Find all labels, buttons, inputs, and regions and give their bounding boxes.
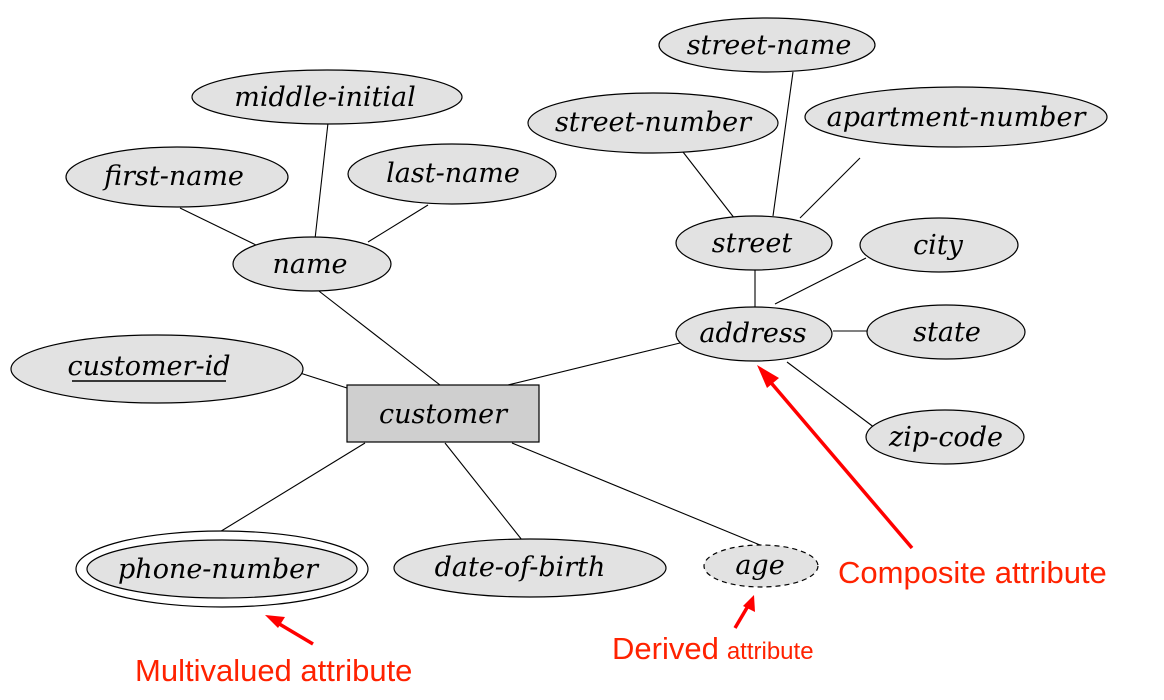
attribute-label: date-of-birth [435, 552, 606, 583]
composite-arrow [765, 376, 914, 550]
attribute-label: address [699, 318, 806, 349]
attribute-ellipse-dashed [703, 544, 819, 588]
attribute-middle-initial[interactable]: middle-initial [191, 69, 463, 125]
attribute-street[interactable]: street [675, 215, 833, 271]
link-address-zip-code [786, 361, 876, 429]
attribute-label: middle-initial [234, 82, 415, 113]
attribute-city[interactable]: city [859, 217, 1019, 273]
attribute-ellipse [86, 539, 358, 599]
attribute-label: customer-id [67, 351, 230, 382]
attribute-ellipse [527, 92, 779, 154]
attribute-ellipse [859, 217, 1019, 273]
attribute-ellipse [232, 236, 392, 292]
link-street-street-number [682, 151, 736, 220]
link-name-middle-initial [314, 122, 329, 240]
link-name-last-name [367, 204, 429, 243]
attribute-ellipse [804, 86, 1108, 148]
attribute-label: age [735, 550, 784, 581]
entity-label: customer [379, 399, 509, 430]
attribute-ellipse [10, 334, 304, 404]
link-address-city [774, 257, 867, 305]
annotation-arrows [265, 365, 914, 646]
derived-main-text: Derived [612, 631, 719, 666]
attribute-label: apartment-number [827, 102, 1088, 133]
link-customer-name [314, 287, 441, 386]
attribute-ellipse [675, 215, 833, 271]
attribute-street-number[interactable]: street-number [527, 92, 779, 154]
attribute-first-name[interactable]: first-name [65, 146, 289, 208]
derived-arrow [733, 605, 750, 629]
entity-customer[interactable]: customer [346, 384, 540, 443]
multivalued-arrowhead [265, 615, 285, 628]
attribute-apartment-number[interactable]: apartment-number [804, 86, 1108, 148]
attribute-zip-code[interactable]: zip-code [865, 409, 1025, 465]
link-customer-age [511, 442, 761, 546]
composite-attribute-note: Composite attribute [838, 555, 1107, 590]
attribute-ellipse [347, 143, 557, 205]
attribute-state[interactable]: state [866, 304, 1026, 360]
multivalued-arrow [275, 620, 314, 646]
link-customer-date-of-birth [444, 442, 523, 541]
attribute-label: street-number [555, 107, 753, 138]
connections [179, 71, 876, 546]
attribute-label: phone-number [118, 554, 320, 585]
attribute-ellipse [393, 538, 667, 598]
link-street-street-name [772, 71, 794, 217]
link-name-first-name [179, 207, 259, 247]
attribute-street-name[interactable]: street-name [658, 17, 876, 73]
attribute-ellipse [866, 304, 1026, 360]
attribute-ellipse [865, 409, 1025, 465]
link-customer-phone-number [217, 442, 366, 534]
multivalued-attribute-note: Multivalued attribute [135, 653, 412, 688]
attribute-customer-id[interactable]: customer-id [10, 334, 304, 404]
attribute-ellipse [658, 17, 876, 73]
attribute-label: street-name [687, 30, 852, 61]
link-customer-address [507, 342, 681, 386]
derived-arrowhead [743, 595, 755, 612]
entity-box [346, 384, 540, 443]
link-customer-customer-id [299, 372, 348, 389]
attribute-label: name [272, 249, 347, 280]
derived-rest-text: attribute [727, 638, 814, 665]
attribute-ellipse [191, 69, 463, 125]
attribute-address[interactable]: address [675, 306, 833, 362]
attribute-age[interactable]: age [703, 544, 819, 588]
attribute-label: city [913, 230, 964, 261]
attribute-name[interactable]: name [232, 236, 392, 292]
attribute-label: zip-code [888, 422, 1003, 453]
attribute-label: street [712, 228, 793, 259]
attribute-date-of-birth[interactable]: date-of-birth [393, 538, 667, 598]
attribute-phone-number[interactable]: phone-number [75, 530, 369, 608]
composite-arrowhead [757, 365, 779, 388]
attribute-last-name[interactable]: last-name [347, 143, 557, 205]
attribute-ellipse [675, 306, 833, 362]
attribute-label: first-name [102, 161, 244, 192]
derived-attribute-note: Derived attribute [612, 631, 814, 666]
link-street-apartment-number [799, 157, 861, 219]
attribute-ellipse [65, 146, 289, 208]
attribute-label: state [913, 317, 981, 348]
attribute-label: last-name [386, 158, 520, 189]
